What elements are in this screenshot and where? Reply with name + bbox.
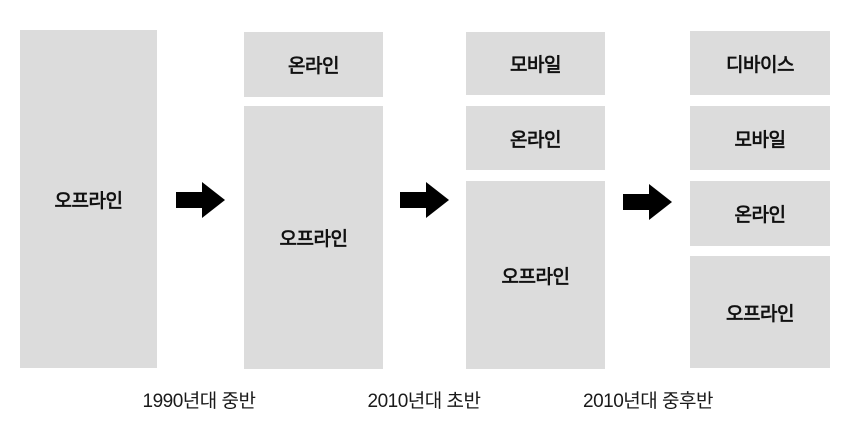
right-arrow-icon bbox=[400, 182, 449, 218]
stage4-box-mobile: 모바일 bbox=[690, 106, 830, 170]
right-arrow-icon bbox=[623, 184, 672, 220]
timeline-label-mid-late-2010s: 2010년대 중후반 bbox=[583, 391, 713, 412]
timeline-label-early-2010s: 2010년대 초반 bbox=[367, 391, 481, 412]
stage2-box-online: 온라인 bbox=[244, 32, 383, 97]
stage1-box-offline: 오프라인 bbox=[20, 30, 157, 368]
arrow-head bbox=[649, 184, 672, 220]
stage3-box-online: 온라인 bbox=[466, 106, 605, 170]
arrow-shaft bbox=[400, 192, 427, 208]
arrow-shaft bbox=[623, 194, 650, 210]
stage3-box-offline: 오프라인 bbox=[466, 181, 605, 369]
stage4-box-offline: 오프라인 bbox=[690, 256, 830, 368]
arrow-head bbox=[426, 182, 449, 218]
stage4-box-device: 디바이스 bbox=[690, 31, 830, 95]
stage2-box-offline: 오프라인 bbox=[244, 106, 383, 369]
stage4-box-online: 온라인 bbox=[690, 181, 830, 246]
stage3-box-mobile: 모바일 bbox=[466, 32, 605, 95]
arrow-shaft bbox=[176, 192, 203, 208]
right-arrow-icon bbox=[176, 182, 225, 218]
timeline-label-mid-1990s: 1990년대 중반 bbox=[142, 391, 256, 412]
arrow-head bbox=[202, 182, 225, 218]
